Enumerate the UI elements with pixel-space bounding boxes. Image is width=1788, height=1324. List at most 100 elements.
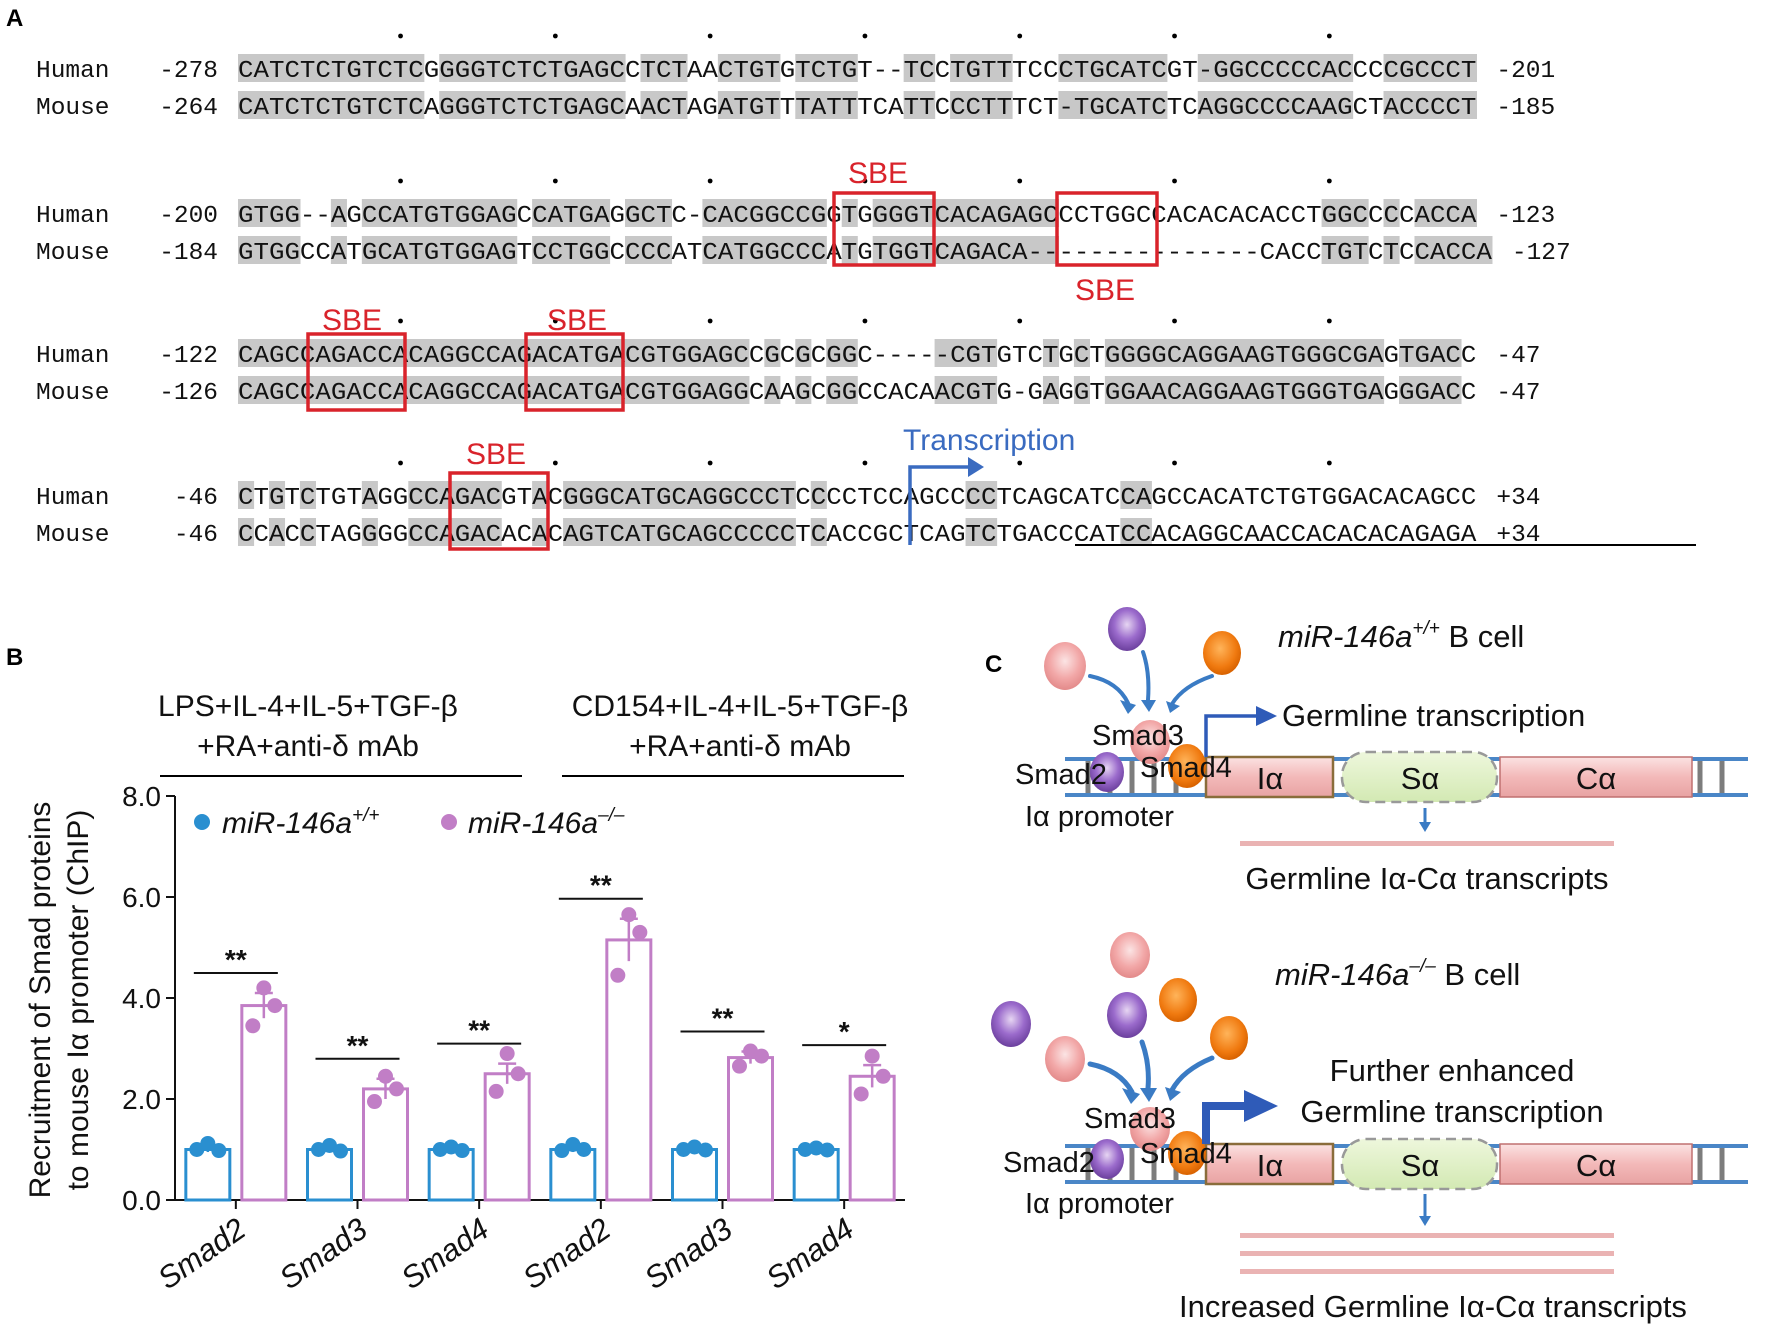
conserved-shade: [888, 199, 905, 227]
conserved-shade: [253, 339, 270, 367]
smad-purple-icon: [991, 1001, 1031, 1047]
significance-label: **: [712, 1003, 734, 1034]
conserved-shade: [594, 376, 611, 404]
conserved-shade: [330, 54, 347, 82]
conserved-shade: [1352, 199, 1369, 227]
conserved-shade: [841, 376, 858, 404]
conserved-shade: [965, 339, 982, 367]
ruler-dot: [552, 178, 558, 184]
conserved-shade: [470, 236, 487, 264]
conserved-shade: [377, 236, 394, 264]
conserved-shade: [810, 481, 827, 509]
conserved-shade: [965, 481, 982, 509]
species-label: Human: [36, 58, 110, 85]
conserved-shade: [361, 481, 378, 509]
bar-ko: [727, 1056, 774, 1202]
data-point: [488, 1083, 504, 1099]
conserved-shade: [563, 481, 580, 509]
ia-exon-box: [1204, 755, 1335, 799]
conserved-shade: [1352, 339, 1369, 367]
conserved-shade: [454, 91, 471, 119]
conserved-shade: [315, 54, 332, 82]
species-label: Human: [36, 485, 110, 512]
conserved-shade: [1275, 376, 1292, 404]
conserved-shade: [872, 199, 889, 227]
conserved-shade: [764, 236, 781, 264]
ruler-dot: [1172, 460, 1177, 466]
conserved-shade: [686, 481, 703, 509]
conserved-shade: [919, 54, 936, 82]
conserved-shade: [1135, 518, 1152, 546]
conserved-shade: [733, 91, 750, 119]
y-axis-title-line1: Recruitment of Smad proteins: [24, 802, 57, 1199]
conserved-shade: [284, 376, 301, 404]
conserved-shade: [238, 339, 255, 367]
conserved-shade: [1166, 339, 1183, 367]
conserved-shade: [423, 339, 440, 367]
conserved-shade: [671, 481, 688, 509]
data-point: [819, 1142, 835, 1158]
conserved-shade: [764, 54, 781, 82]
conserved-shade: [1182, 339, 1199, 367]
conserved-shade: [284, 236, 301, 264]
data-point: [378, 1068, 393, 1084]
ruler-dot: [398, 318, 403, 324]
conserved-shade: [733, 199, 750, 227]
species-label: Mouse: [36, 95, 110, 122]
germline-transcription-label: Germline transcription: [1282, 698, 1585, 733]
conserved-shade: [532, 236, 549, 264]
conserved-shade: [826, 376, 843, 404]
condition-title-right-line2: +RA+anti-δ mAb: [629, 730, 851, 763]
conserved-shade: [563, 518, 580, 546]
conserved-shade: [268, 339, 286, 367]
ruler-dot: [707, 178, 713, 184]
conserved-shade: [377, 91, 394, 119]
smad-pink-icon: [1045, 1036, 1085, 1082]
ruler-dot: [552, 460, 558, 466]
conserved-shade: [1027, 236, 1044, 264]
conserved-shade: [439, 236, 456, 264]
conserved-shade: [981, 54, 998, 82]
conserved-shade: [702, 236, 719, 264]
conserved-shade: [609, 91, 626, 119]
conserved-shade: [594, 481, 611, 509]
significance-label: **: [347, 1030, 369, 1061]
conserved-shade: [1197, 91, 1214, 119]
conserved-shade: [1321, 376, 1338, 404]
conserved-shade: [1135, 376, 1152, 404]
conserved-shade: [640, 376, 657, 404]
conserved-shade: [361, 91, 378, 119]
data-point: [610, 967, 626, 983]
conserved-shade: [1120, 481, 1137, 509]
conserved-shade: [981, 236, 998, 264]
ruler-dot: [552, 318, 558, 324]
conserved-shade: [470, 199, 487, 227]
panel-c-label: C: [985, 651, 1002, 678]
x-tick-label: Smad4: [395, 1211, 496, 1296]
conserved-shade: [238, 236, 255, 264]
conserved-shade: [779, 236, 796, 264]
conserved-shade: [1104, 91, 1121, 119]
conserved-shade: [470, 518, 487, 546]
bar-wt: [671, 1148, 718, 1202]
ruler-dot: [862, 318, 868, 324]
conserved-shade: [268, 376, 286, 404]
position-start: -184: [159, 240, 218, 267]
conserved-shade: [1058, 91, 1075, 119]
conserved-shade: [470, 481, 487, 509]
further-enhanced-line2: Germline transcription: [1300, 1094, 1603, 1129]
conserved-shade: [764, 376, 781, 404]
conserved-shade: [268, 91, 286, 119]
conserved-shade: [268, 481, 286, 509]
conserved-shade: [1306, 54, 1323, 82]
conserved-shade: [625, 518, 642, 546]
conserved-shade: [934, 199, 951, 227]
data-point: [389, 1081, 404, 1097]
conserved-shade: [1383, 199, 1400, 227]
conserved-shade: [1244, 339, 1261, 367]
conserved-shade: [841, 91, 858, 119]
conserved-shade: [1120, 518, 1137, 546]
conserved-shade: [1135, 339, 1152, 367]
sequence-row: CATCTCTGTCTCGGGGTCTCTGAGCCTCTAACTGTGTCTG…: [238, 58, 1476, 85]
